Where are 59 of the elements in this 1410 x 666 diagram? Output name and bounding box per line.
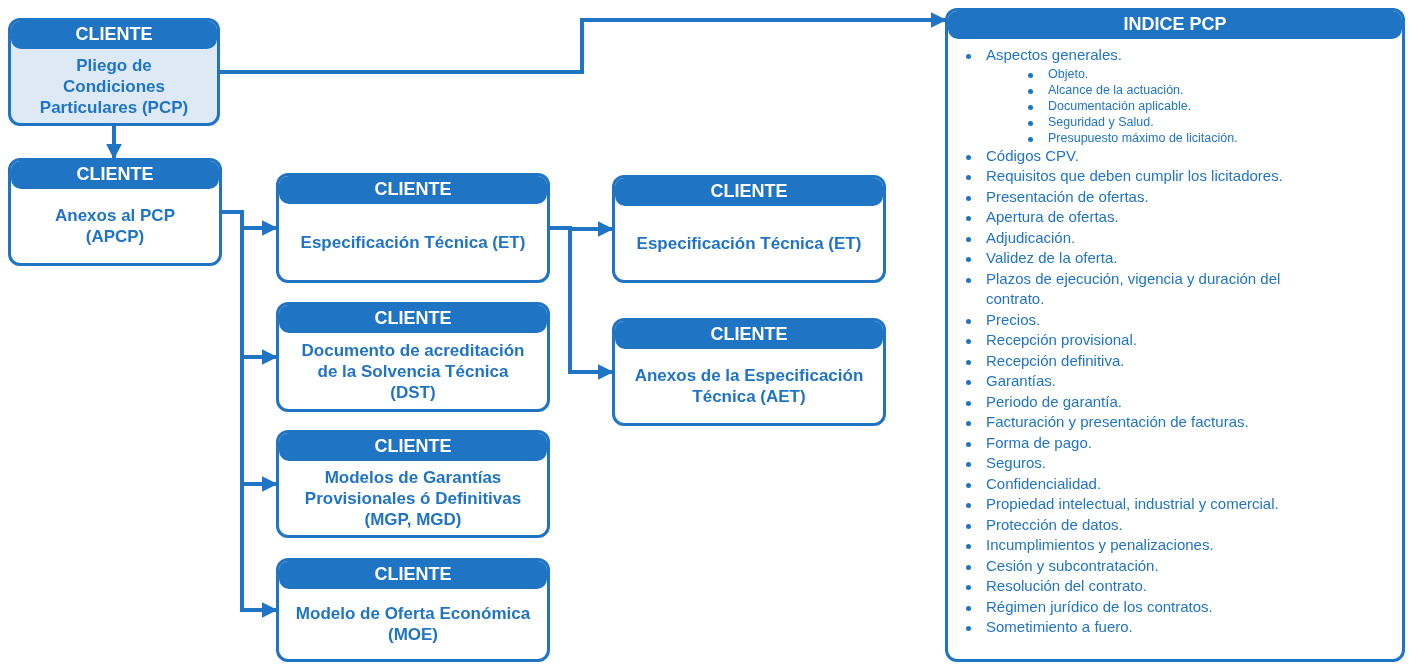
document-box [276,430,550,538]
arrow [222,210,278,618]
index-panel [945,8,1405,662]
box-header: CLIENTE [279,176,547,204]
box-header: CLIENTE [279,561,547,589]
list-item: Plazos de ejecución, vigencia y duración del contrato. [986,269,1281,307]
list-item: Seguros. [986,454,1047,471]
list-item: Aspectos generales. [986,46,1122,63]
list-item: Presentación de ofertas. [986,187,1149,205]
document-box [8,158,222,266]
list-item: Recepción provisional. [986,331,1137,348]
box-header: CLIENTE [615,178,883,206]
document-box [612,318,886,426]
list-item: Adjudicación. [986,228,1076,246]
document-box [276,558,550,662]
document-box [276,173,550,283]
document-title: Anexos al PCP (APCP) [54,205,176,247]
list-item: Cesión y subcontratación. [986,556,1159,574]
list-item: Propiedad intelectual, industrial y comercial. [986,495,1279,512]
list-item: Apertura de ofertas. [986,208,1119,225]
arrow [550,226,614,380]
box-header: CLIENTE [615,321,883,349]
document-title: Especificación Técnica (ET) [300,231,526,253]
document-title: Pliego de Condiciones Particulares (PCP) [38,54,190,118]
box-header: CLIENTE [279,433,547,461]
list-item: Validez de la oferta. [986,249,1118,266]
list-item: Incumplimientos y penalizaciones. [986,536,1214,553]
list-item: Objeto. [1048,66,1089,81]
list-item: Forma de pago. [986,433,1092,451]
list-item: Seguridad y Salud. [1048,114,1154,129]
document-box [276,302,550,412]
box-header: CLIENTE [279,305,547,333]
list-item: Garantías. [986,372,1057,389]
list-item: Sometimiento a fuero. [986,618,1133,635]
list-item: Periodo de garantía. [986,392,1122,410]
list-item: Alcance de la actuación. [1048,82,1184,97]
document-title: Anexos de la Especificación Técnica (AET) [633,365,865,407]
list-item: Requisitos que deben cumplir los licitadores. [986,167,1283,184]
box-header: CLIENTE [11,21,217,49]
list-item: Régimen jurídico de los contratos. [986,597,1213,615]
box-header: INDICE PCP [948,11,1402,39]
document-title: Documento de acreditación de la Solvencia Técnica (DST) [300,339,526,403]
list-item: Documentación aplicable. [1048,98,1192,113]
list-item: Resolución del contrato. [986,577,1147,594]
list-item: Confidencialidad. [986,474,1102,492]
list-item: Códigos CPV. [986,146,1079,164]
list-item: Protección de datos. [986,515,1123,533]
box-header: CLIENTE [11,161,219,189]
document-title: Especificación Técnica (ET) [636,232,862,254]
arrow [106,126,122,160]
list-item: Facturación y presentación de facturas. [986,413,1249,430]
document-title: Modelo de Oferta Económica (MOE) [295,603,531,645]
document-box [612,175,886,283]
document-box [8,18,220,126]
list-item: Recepción definitiva. [986,351,1125,369]
document-title: Modelos de Garantías Provisionales ó Definitivas (MGP, MGD) [303,466,523,530]
list-item: Presupuesto máximo de licitación. [1048,130,1238,145]
list-item: Precios. [986,310,1041,328]
arrow [220,12,947,74]
